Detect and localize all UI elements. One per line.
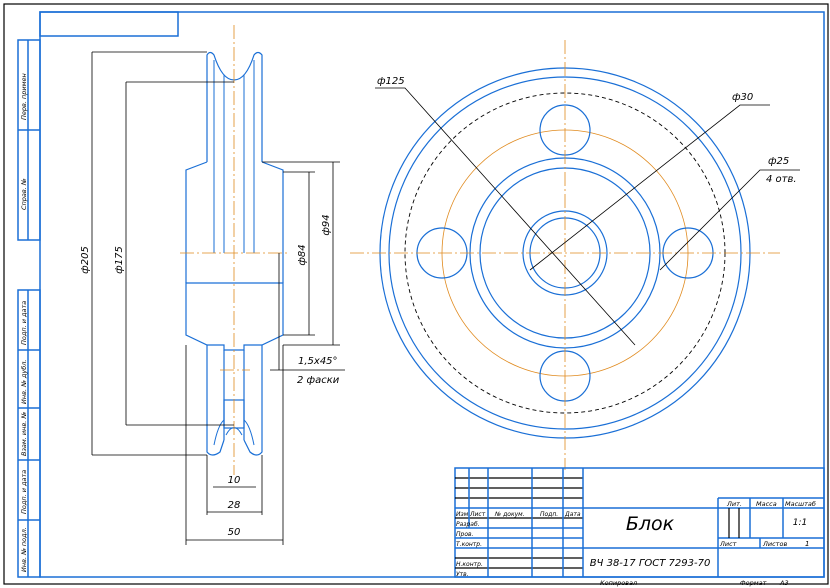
col-header: Лист	[469, 511, 486, 518]
col-header: № докум.	[494, 511, 525, 518]
dim-d30: ф30	[732, 92, 753, 103]
dim-d25: ф25	[768, 156, 789, 167]
strip-label: Взам. инв. №	[20, 412, 28, 456]
sheet-border	[3, 3, 829, 585]
strip-label: Подп. и дата	[20, 470, 28, 514]
dim-holes: 4 отв.	[766, 174, 797, 185]
role-label: Утв.	[456, 571, 469, 578]
dim-w50: 50	[228, 527, 241, 538]
dim-d175: ф175	[114, 246, 125, 274]
material: ВЧ 38-17 ГОСТ 7293-70	[590, 558, 711, 569]
dim-d205: ф205	[80, 246, 91, 274]
col-header: Подп.	[540, 511, 558, 518]
dim-d125: ф125	[377, 76, 405, 87]
section-view: ф205 ф175 ф94 ф84 10 28 50 1,5х45° 2 фас…	[80, 25, 345, 545]
lit-label: Лит.	[726, 500, 742, 508]
dim-d94: ф94	[321, 214, 332, 235]
dim-chamfer: 1,5х45°	[298, 356, 338, 367]
part-name: Блок	[626, 513, 675, 535]
sheet-label: Лист	[719, 540, 737, 548]
dim-w10: 10	[228, 475, 241, 486]
role-label: Пров.	[456, 531, 474, 538]
hatched-hub	[185, 282, 284, 351]
format-label: Формат	[740, 579, 767, 587]
dim-chamfer-note: 2 фаски	[297, 375, 340, 386]
title-block: Изм Лист № докум. Подп. Дата Разраб. Про…	[454, 467, 825, 587]
strip-label: Подп. и дата	[20, 301, 28, 345]
sheets-label: Листов	[762, 540, 787, 548]
scale-label: Масштаб	[785, 500, 816, 508]
mass-label: Масса	[756, 500, 777, 508]
col-header: Дата	[564, 511, 581, 518]
strip-label: Справ. №	[20, 178, 28, 210]
copied-label: Копировал	[600, 579, 637, 587]
role-label: Т.контр.	[456, 541, 482, 548]
strip-label: Инв. № подл.	[20, 527, 28, 572]
top-left-box	[39, 11, 179, 37]
role-label: Н.контр.	[456, 561, 483, 568]
dim-d84: ф84	[297, 244, 308, 265]
strip-label: Инв. № дубл.	[20, 360, 28, 404]
front-view: ф125 ф30 ф25 4 отв.	[350, 40, 800, 470]
drawing-frame	[39, 11, 825, 578]
sheets-value: 1	[805, 540, 809, 548]
col-header: Изм	[456, 511, 469, 518]
role-label: Разраб.	[456, 521, 480, 528]
strip-label: Перв. примен	[20, 73, 28, 120]
side-strip: Перв. примен Справ. № Подп. и дата Инв. …	[17, 39, 41, 578]
dim-w28: 28	[228, 500, 241, 511]
format-value: A3	[779, 579, 789, 587]
scale-value: 1:1	[793, 518, 807, 528]
